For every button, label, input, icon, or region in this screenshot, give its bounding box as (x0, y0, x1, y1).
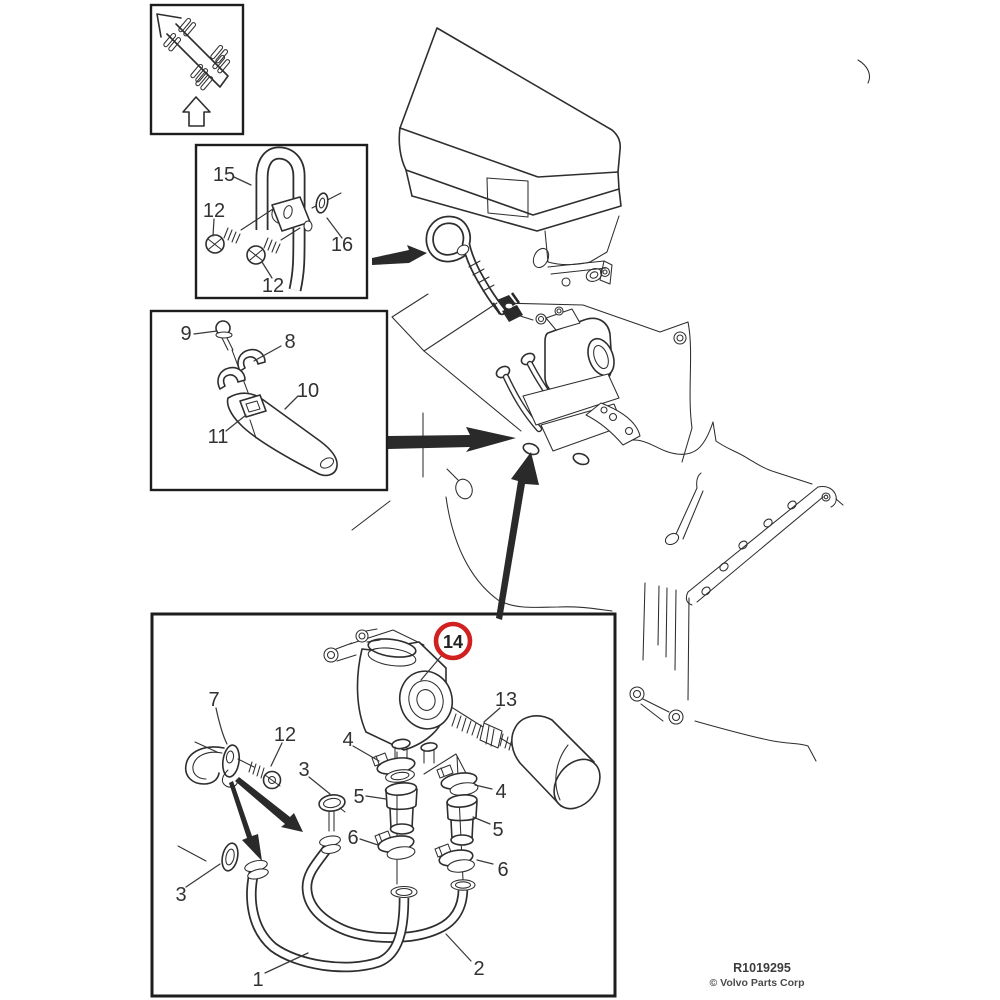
direction-indicator-inset (149, 3, 245, 136)
engine-outline-drawing (351, 27, 871, 762)
footer: R1019295 © Volvo Parts Corp (709, 961, 804, 989)
clamp-fastener-symbols-icon (163, 17, 231, 91)
left-hose-stack (371, 751, 418, 885)
flange-bolt-12b (246, 237, 281, 265)
callout-14: 14 (443, 632, 463, 652)
up-arrow-icon (182, 96, 211, 127)
o-ring-3b (177, 842, 239, 872)
callout-5: 5 (492, 819, 503, 841)
callout-12: 12 (203, 200, 225, 222)
callout-9: 9 (180, 323, 191, 345)
hose-1-part (246, 866, 410, 973)
clamp-bracket-part (184, 741, 241, 788)
oil-filter-part (511, 715, 601, 810)
copyright-notice: © Volvo Parts Corp (709, 977, 804, 989)
callout-3: 3 (298, 759, 309, 781)
oil-lines-kit-inset: 7 12 4 3 5 6 3 1 2 13 4 5 6 14 (150, 612, 617, 998)
highlighted-callout-14: 14 (433, 621, 473, 661)
bracket-inset-border (149, 309, 389, 492)
filter-nipple-part (451, 713, 517, 752)
hose-2-part (301, 841, 469, 943)
callout-3: 3 (175, 884, 186, 906)
oil-filter-housing-installed (495, 306, 641, 466)
red-highlight-circle (433, 621, 473, 661)
right-hose-stack (423, 753, 479, 881)
engine-block-outline (532, 59, 871, 287)
bracket-inset: 9 8 10 11 (149, 309, 389, 492)
callout-12: 12 (262, 275, 284, 297)
reference-code: R1019295 (733, 961, 791, 975)
oil-filter-housing-part (323, 628, 454, 767)
callout-12: 12 (274, 724, 296, 746)
locator-arrow-pipe (372, 245, 427, 265)
locator-arrow-bracket (388, 427, 516, 452)
breather-pipe-inset: 15 12 16 12 (194, 143, 369, 300)
callout-4: 4 (342, 729, 353, 751)
diagonal-direction-arrow-icon (156, 13, 229, 88)
flange-bolt-part (237, 758, 282, 790)
callout-8: 8 (284, 331, 295, 353)
callout-1: 1 (252, 969, 263, 991)
assembly-arrow-left (229, 781, 262, 861)
callout-13: 13 (495, 689, 517, 711)
valve-cover-outline (398, 27, 622, 232)
locator-arrows (372, 245, 539, 620)
bracket-arm-10 (226, 392, 338, 477)
engine-flange-rail (629, 421, 844, 762)
assembly-arrow-right (235, 777, 303, 832)
flange-bolt-12a (205, 227, 241, 254)
locator-arrow-housing (496, 452, 539, 620)
callout-16: 16 (331, 234, 353, 256)
callout-11: 11 (208, 426, 229, 448)
direction-inset-border (149, 3, 245, 136)
callout-5: 5 (353, 786, 364, 808)
callout-4: 4 (495, 781, 506, 803)
callout-7: 7 (208, 689, 219, 711)
engine-panel-lines (391, 293, 714, 463)
o-ring-3a (318, 794, 346, 832)
breather-pipe-installed (425, 215, 534, 322)
pipe-clamp-bracket (271, 196, 313, 232)
engine-lower-silhouette (351, 412, 613, 612)
hose-ferrules (244, 835, 476, 899)
callout-15: 15 (213, 164, 235, 186)
washer-16 (315, 192, 329, 214)
breather-pipe-part (255, 146, 306, 292)
callout-6: 6 (497, 859, 508, 881)
bolt-9 (215, 320, 234, 351)
callout-10: 10 (297, 380, 319, 402)
callout-2: 2 (473, 958, 484, 980)
clamp-halves-8 (217, 348, 266, 390)
callout-6: 6 (347, 827, 358, 849)
